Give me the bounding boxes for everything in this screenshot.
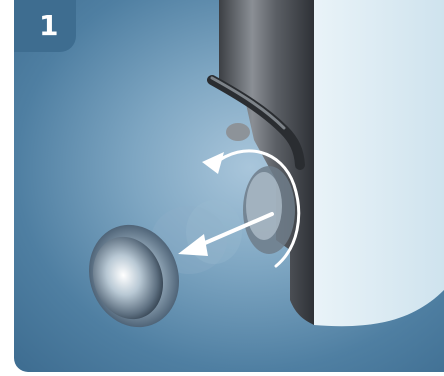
step-number: 1: [39, 10, 58, 42]
step-badge: 1: [14, 0, 76, 52]
machine-illustration: [14, 0, 444, 372]
small-knob: [226, 123, 250, 141]
machine-body: [314, 0, 444, 326]
illustration-panel: 1: [14, 0, 444, 372]
